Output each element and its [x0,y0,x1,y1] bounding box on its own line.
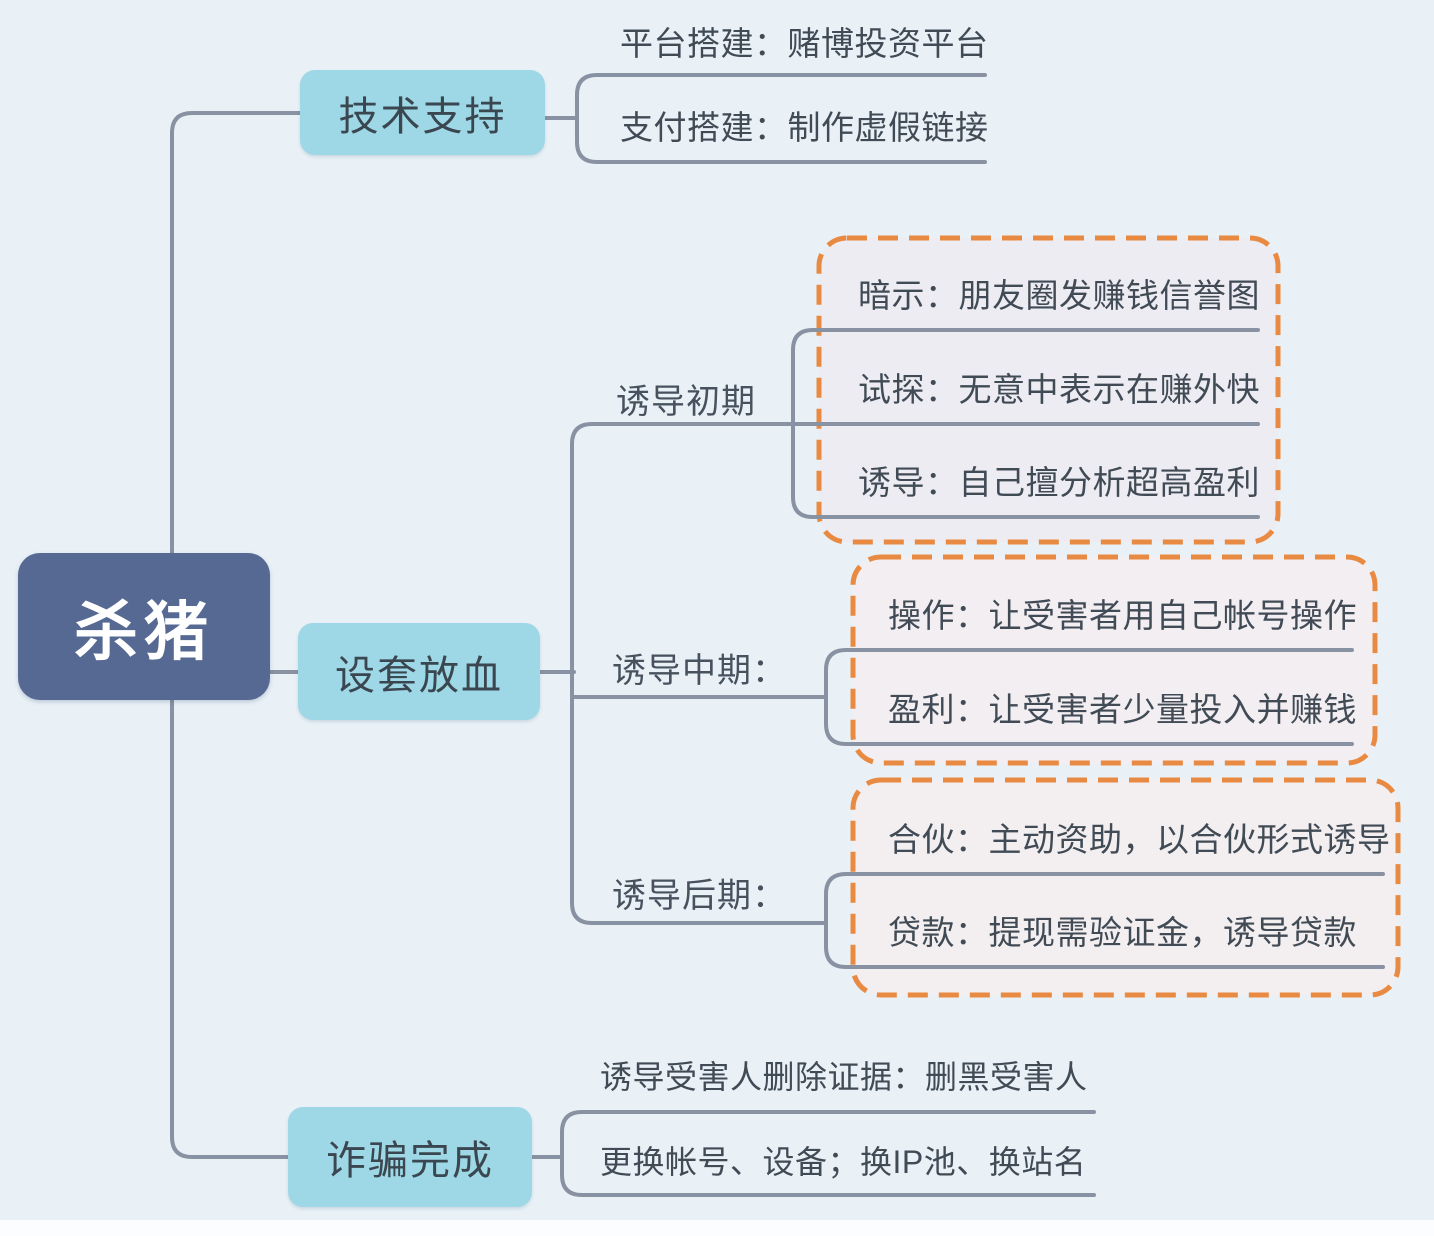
dashed-group-box-early [816,235,1281,545]
root-topic[interactable]: 杀猪 [18,553,270,700]
leaf-hint[interactable]: 暗示：朋友圈发赚钱信誉图 [858,277,1260,314]
leaf-probe[interactable]: 试探：无意中表示在赚外快 [858,371,1260,408]
leaf-payment-build[interactable]: 支付搭建：制作虚假链接 [620,109,989,146]
connector-late-children-bracket [824,872,1385,969]
branch-set-trap[interactable]: 设套放血 [298,623,540,720]
dashed-group-box-late [850,777,1401,998]
leaf-operate[interactable]: 操作：让受害者用自己帐号操作 [888,597,1357,634]
connector-root-to-tech [170,111,302,555]
label-late-period[interactable]: 诱导后期： [612,877,787,915]
label-middle-period[interactable]: 诱导中期： [612,652,787,690]
connector-trap-spine [570,422,828,925]
bottom-margin-strip [0,1220,1434,1236]
dashed-group-box-middle [850,554,1378,766]
connector-root-to-done [170,698,290,1159]
leaf-change-accounts[interactable]: 更换帐号、设备；换IP池、换站名 [600,1144,1087,1180]
leaf-lure[interactable]: 诱导：自己擅分析超高盈利 [858,464,1260,501]
label-early-period[interactable]: 诱导初期 [616,383,756,421]
leaf-delete-evidence[interactable]: 诱导受害人删除证据：删黑受害人 [600,1059,1088,1095]
connector-middle-children-bracket [824,648,1354,746]
leaf-partner[interactable]: 合伙：主动资助，以合伙形式诱导 [888,821,1391,858]
leaf-loan[interactable]: 贷款：提现需验证金，诱导贷款 [888,914,1357,951]
leaf-profit[interactable]: 盈利：让受害者少量投入并赚钱 [888,691,1357,728]
connector-done-children-bracket [560,1110,1096,1197]
branch-tech-support[interactable]: 技术支持 [300,70,545,155]
connector-tech-children-bracket [575,73,987,164]
branch-scam-complete[interactable]: 诈骗完成 [288,1107,532,1207]
leaf-platform-build[interactable]: 平台搭建：赌博投资平台 [620,25,989,62]
